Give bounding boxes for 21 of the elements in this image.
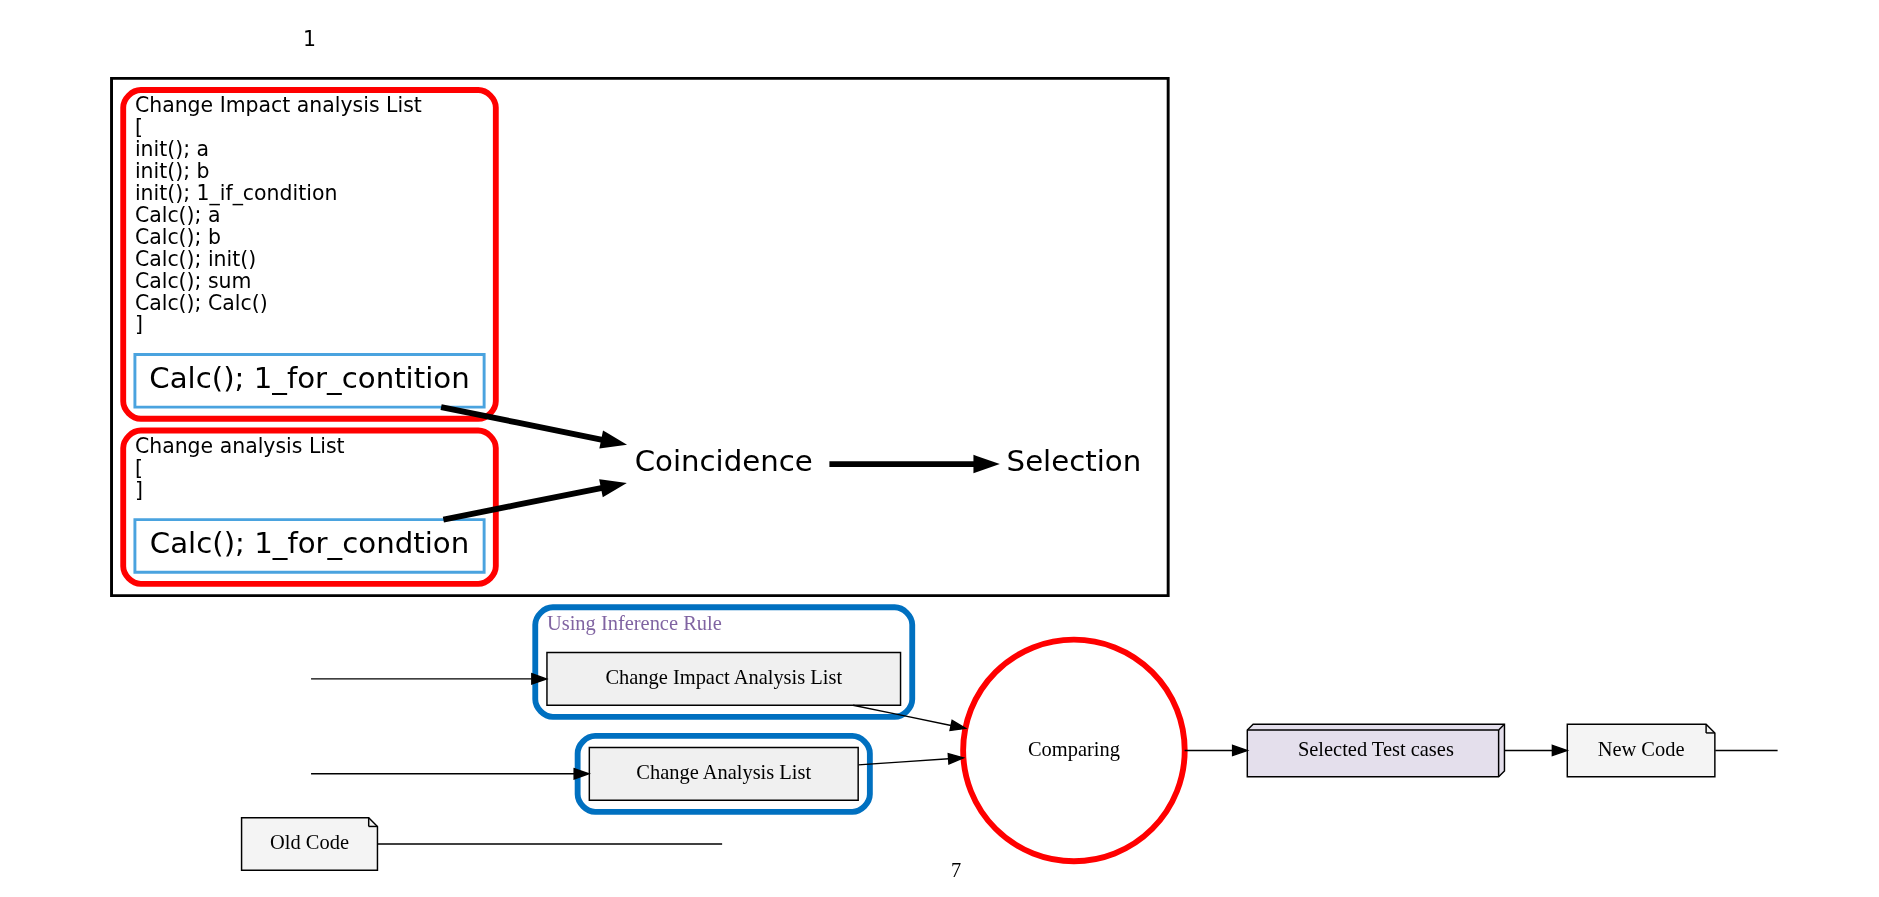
label: 1: [303, 26, 317, 51]
node-box: Change Analysis List: [588, 746, 859, 801]
arrow: [1503, 744, 1570, 757]
arrow: [857, 752, 966, 766]
cluster: [110, 76, 1170, 598]
arrow: [310, 672, 549, 685]
arrow: [310, 767, 591, 780]
node-text: Coincidence: [634, 444, 813, 479]
node-circle: Comparing: [960, 636, 1188, 865]
arrow: [852, 704, 968, 732]
node-box: Change Impact Analysis List: [546, 651, 902, 706]
connector: [376, 843, 723, 845]
arrow: [440, 404, 628, 449]
arrow: [829, 454, 1000, 474]
arrow: [442, 479, 627, 523]
node-box: Calc(); 1_for_condtion: [133, 518, 486, 574]
node-text: Selection: [1006, 444, 1142, 479]
connector: [1714, 749, 1779, 752]
node-box: Calc(); 1_for_contition: [133, 353, 486, 409]
arrow: [1183, 744, 1250, 757]
node-label: 7: [950, 859, 962, 882]
